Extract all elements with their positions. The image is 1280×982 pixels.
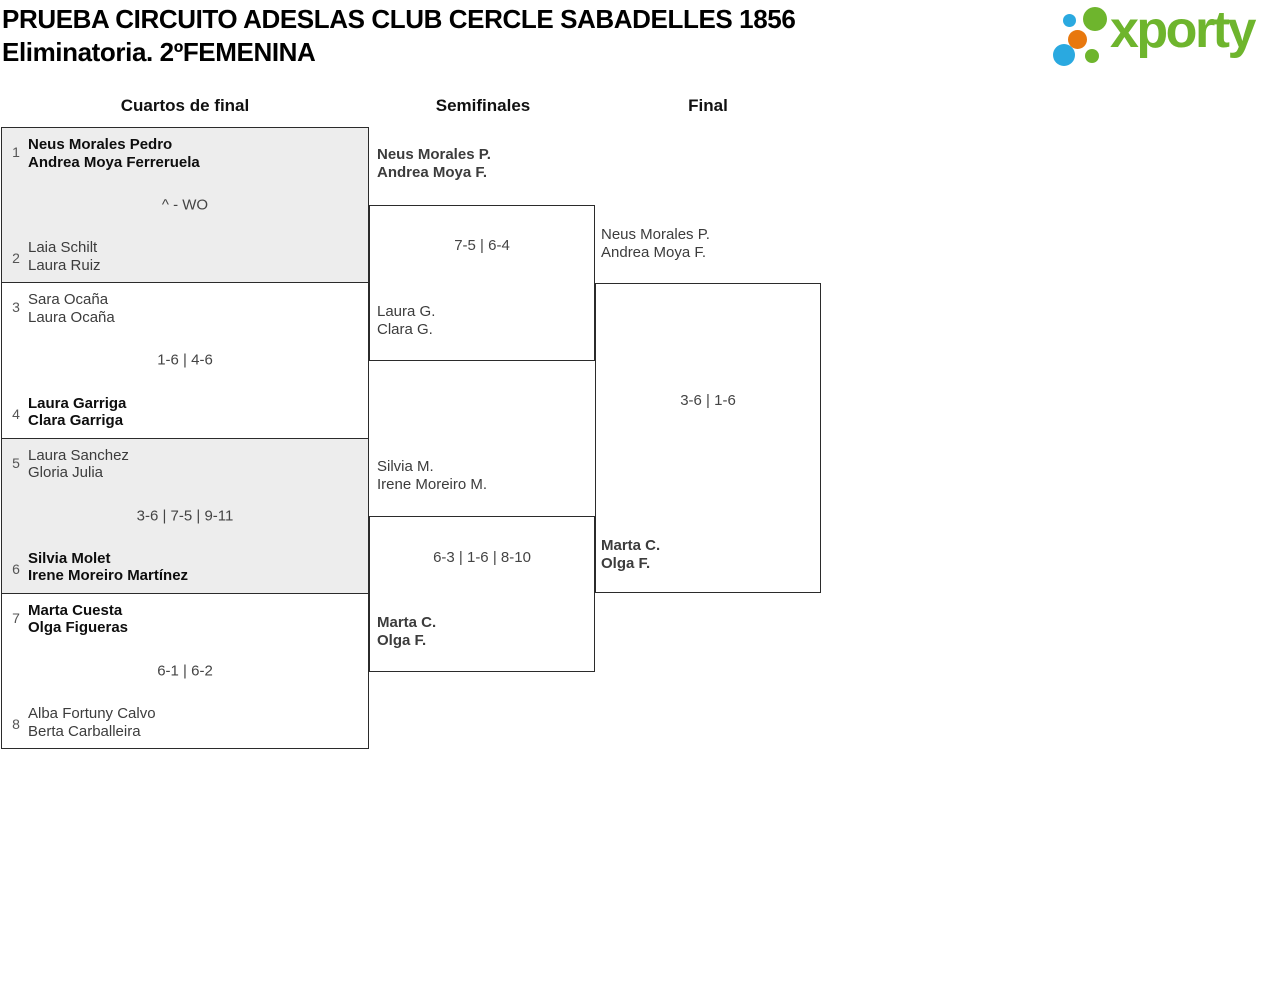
logo-dot-icon bbox=[1063, 14, 1076, 27]
seed-number: 7 bbox=[12, 609, 20, 626]
qf-match-1[interactable]: 1 Neus Morales Pedro Andrea Moya Ferreru… bbox=[2, 128, 368, 283]
logo-dot-icon bbox=[1068, 30, 1087, 49]
team-name: Laura Sanchez Gloria Julia bbox=[28, 446, 129, 482]
seed-number: 1 bbox=[12, 144, 20, 160]
team-name: Laura Garriga Clara Garriga bbox=[28, 394, 127, 430]
quarterfinals-column: 1 Neus Morales Pedro Andrea Moya Ferreru… bbox=[1, 127, 369, 749]
seed-number: 6 bbox=[12, 560, 20, 577]
team-name: Sara Ocaña Laura Ocaña bbox=[28, 291, 115, 326]
seed-number: 8 bbox=[12, 716, 20, 732]
sf1-team-top: Neus Morales P. Andrea Moya F. bbox=[377, 146, 491, 181]
team-name: Silvia Molet Irene Moreiro Martínez bbox=[28, 549, 189, 585]
seed-number: 5 bbox=[12, 454, 20, 471]
final-match[interactable] bbox=[595, 283, 821, 593]
final-team-top: Neus Morales P. Andrea Moya F. bbox=[601, 226, 710, 261]
sf2-team-top: Silvia M. Irene Moreiro M. bbox=[377, 458, 488, 493]
round-header-final: Final bbox=[688, 96, 728, 115]
match-score: 7-5 | 6-4 bbox=[454, 237, 510, 254]
sf-match-1[interactable] bbox=[369, 205, 595, 361]
sf1-team-bottom: Laura G. Clara G. bbox=[377, 303, 436, 338]
round-header-cuartos: Cuartos de final bbox=[120, 96, 250, 115]
team-name: Laia Schilt Laura Ruiz bbox=[28, 239, 101, 274]
match-score: 6-3 | 1-6 | 8-10 bbox=[433, 549, 531, 566]
seed-number: 4 bbox=[12, 405, 20, 422]
logo-dot-icon bbox=[1053, 44, 1075, 66]
match-score: ^ - WO bbox=[161, 196, 209, 214]
seed-number: 3 bbox=[12, 299, 20, 316]
sf-match-2[interactable] bbox=[369, 516, 595, 672]
match-score: 6-1 | 6-2 bbox=[157, 662, 213, 680]
logo-dot-icon bbox=[1085, 49, 1099, 63]
final-team-bottom: Marta C. Olga F. bbox=[601, 537, 661, 572]
team-name: Marta Cuesta Olga Figueras bbox=[28, 601, 129, 637]
qf-match-4[interactable]: 7 Marta Cuesta Olga Figueras 6-1 | 6-2 8… bbox=[2, 592, 368, 748]
tournament-title: PRUEBA CIRCUITO ADESLAS CLUB CERCLE SABA… bbox=[2, 3, 796, 69]
xporty-logo[interactable]: xporty bbox=[1048, 0, 1280, 76]
qf-match-2[interactable]: 3 Sara Ocaña Laura Ocaña 1-6 | 4-6 4 Lau… bbox=[2, 282, 368, 438]
team-name: Neus Morales Pedro Andrea Moya Ferreruel… bbox=[28, 136, 200, 171]
logo-wordmark: xporty bbox=[1110, 1, 1256, 59]
sf2-team-bottom: Marta C. Olga F. bbox=[377, 614, 437, 649]
round-header-semifinales: Semifinales bbox=[435, 96, 531, 115]
team-name: Alba Fortuny Calvo Berta Carballeira bbox=[28, 705, 156, 740]
seed-number: 2 bbox=[12, 250, 20, 267]
tournament-title-line1: PRUEBA CIRCUITO ADESLAS CLUB CERCLE SABA… bbox=[2, 4, 796, 34]
match-score: 1-6 | 4-6 bbox=[157, 351, 213, 369]
qf-match-3[interactable]: 5 Laura Sanchez Gloria Julia 3-6 | 7-5 |… bbox=[2, 437, 368, 593]
match-score: 3-6 | 7-5 | 9-11 bbox=[136, 507, 234, 525]
match-score: 3-6 | 1-6 bbox=[680, 392, 736, 409]
tournament-subtitle: Eliminatoria. 2ºFEMENINA bbox=[2, 37, 316, 67]
logo-dot-icon bbox=[1083, 7, 1107, 31]
